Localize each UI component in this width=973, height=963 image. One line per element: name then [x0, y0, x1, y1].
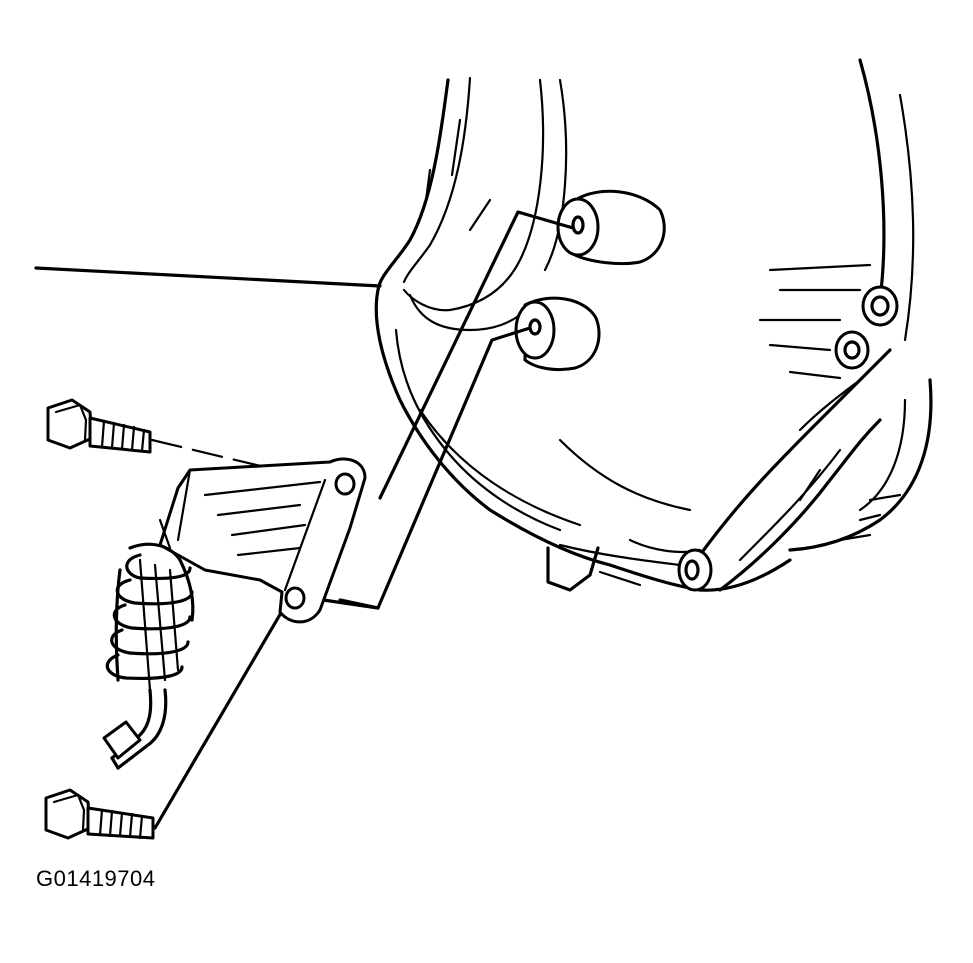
right-boss-upper	[861, 285, 899, 327]
lower-mounting-boss	[514, 296, 601, 372]
mounting-bracket	[158, 457, 367, 624]
upper-mounting-boss	[556, 189, 666, 266]
right-boss-lower	[834, 330, 870, 370]
figure-id-label: G01419704	[36, 866, 156, 891]
lower-bolt	[44, 788, 155, 840]
upper-bolt	[46, 398, 152, 454]
transmission-housing	[374, 58, 933, 592]
flange-boss	[677, 548, 713, 592]
alignment-lines	[34, 210, 575, 830]
return-spring	[102, 542, 195, 770]
